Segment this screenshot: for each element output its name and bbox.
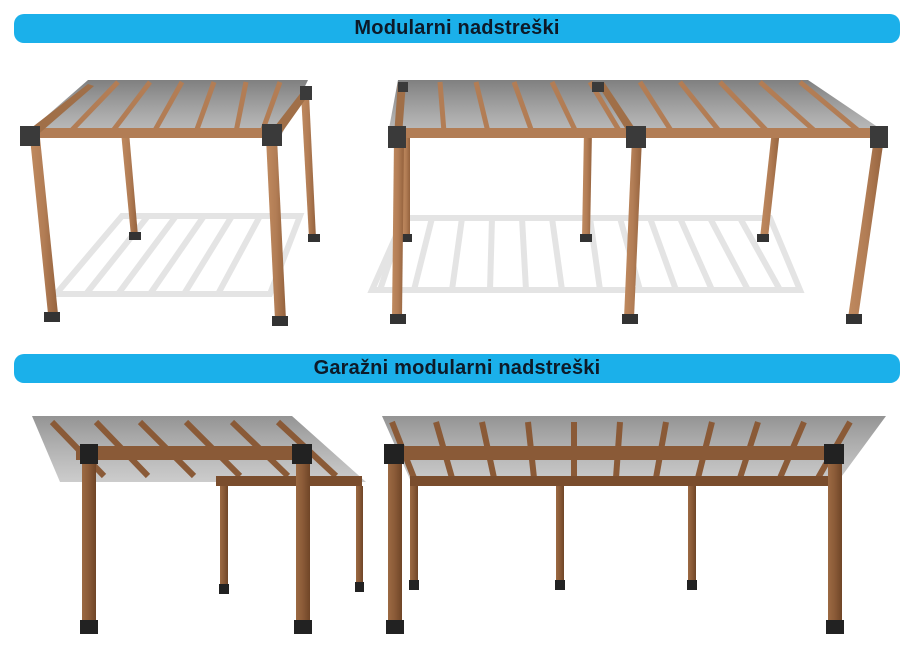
roof-rafters (437, 80, 862, 134)
post (266, 138, 286, 320)
post (828, 458, 842, 634)
ground-shadow (49, 213, 305, 297)
section-title: Modularni nadstreški (354, 17, 560, 39)
post-foot (129, 232, 141, 240)
bracket (388, 126, 406, 148)
bracket (20, 126, 40, 146)
post (688, 486, 696, 590)
front-beam (26, 128, 272, 138)
bracket (80, 444, 98, 464)
post-foot (846, 314, 862, 324)
post-foot (355, 582, 364, 592)
bracket (384, 444, 404, 464)
post-foot (400, 234, 412, 242)
double-module-garage-carport (382, 416, 886, 634)
post (760, 130, 780, 238)
ground-shadow (367, 215, 805, 293)
post-foot (687, 580, 697, 590)
post (388, 458, 402, 634)
bracket (626, 126, 646, 148)
post (30, 138, 58, 314)
modular-carports-illustration (20, 80, 888, 326)
post-foot (580, 234, 592, 242)
bracket (292, 444, 312, 464)
back-beam (216, 476, 362, 486)
post (624, 138, 642, 318)
bracket (262, 124, 282, 146)
single-module-garage-carport (32, 416, 366, 634)
mid-beam (596, 82, 640, 136)
post-foot (409, 580, 419, 590)
roof-rafters (68, 80, 283, 134)
post-foot (272, 316, 288, 326)
back-beam (410, 476, 836, 486)
post-foot (826, 620, 844, 634)
bracket (824, 444, 844, 464)
post (82, 458, 96, 634)
post (121, 132, 138, 236)
post-foot (44, 312, 60, 322)
front-beam (76, 446, 306, 460)
roof-glass (388, 80, 888, 134)
post (848, 138, 884, 318)
post-foot (757, 234, 769, 242)
section-banner-modular-carports: Modularni nadstreški (14, 14, 900, 43)
side-beam (26, 84, 94, 138)
post-foot (622, 314, 638, 324)
bracket (592, 82, 604, 92)
post-foot (80, 620, 98, 634)
bracket (398, 82, 408, 92)
bracket (870, 126, 888, 148)
post (356, 486, 363, 592)
post-foot (294, 620, 312, 634)
post (301, 94, 316, 238)
post-foot (386, 620, 404, 634)
double-module-carport (367, 80, 888, 324)
post (296, 458, 310, 634)
side-beam (394, 82, 406, 136)
front-beam (388, 446, 842, 460)
garage-carports-illustration (32, 416, 886, 634)
section-banner-garage-carports: Garažni modularni nadstreški (14, 354, 900, 383)
post (220, 486, 228, 594)
post (410, 486, 418, 590)
post-foot (555, 580, 565, 590)
post (582, 130, 592, 238)
post (392, 138, 404, 318)
post-foot (390, 314, 406, 324)
post (556, 486, 564, 590)
post (402, 130, 410, 238)
post-foot (219, 584, 229, 594)
section-title: Garažni modularni nadstreški (313, 357, 601, 379)
single-module-carport (20, 80, 320, 326)
bracket (300, 86, 312, 100)
post-foot (308, 234, 320, 242)
